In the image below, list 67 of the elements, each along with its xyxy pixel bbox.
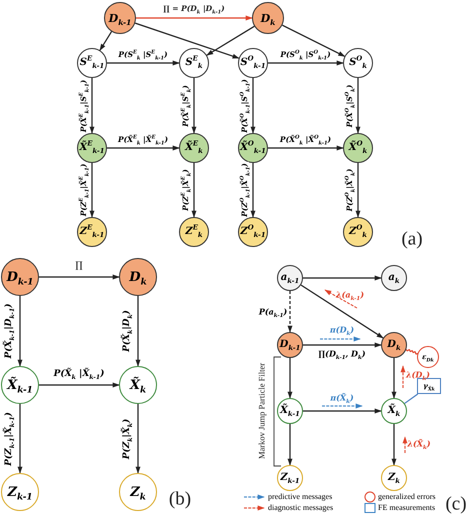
edge-label: ∏ — [74, 262, 84, 272]
bracket-label: Markov Jump Particle Filter — [257, 362, 267, 460]
arrow — [303, 276, 382, 280]
message-label: π(X̃$_{k}$) — [330, 394, 354, 402]
arrow — [268, 146, 344, 150]
arrow — [288, 358, 292, 399]
arrow — [136, 404, 140, 474]
arrow — [107, 146, 180, 150]
state-circle: Z$_{k}$ — [119, 473, 157, 511]
state-circle: X̃$_{k-1}$ — [1, 366, 39, 404]
arrow — [268, 60, 344, 66]
legend-label: diagnostic messages — [268, 504, 334, 512]
arrow — [107, 60, 180, 66]
state-circle: D$_{k-1}$ — [104, 2, 136, 34]
arrow — [392, 358, 396, 399]
state-circle: D$_{k-1}$ — [277, 332, 303, 358]
state-circle: D$_{k-1}$ — [1, 258, 39, 296]
state-circle: Z$_{k}$ — [381, 465, 407, 491]
message-label: λ(D$_{k}$) — [406, 370, 430, 380]
connector-line — [404, 394, 418, 404]
arrow — [282, 24, 346, 57]
state-circle: D$_{k}$ — [119, 258, 157, 296]
edge-label: ∏(D$_{k-1}$, D$_{k}$) — [317, 350, 367, 358]
edge-label: P(X̃$_{k}$ |X̃$_{k-1}$) — [52, 370, 106, 380]
arrow — [392, 424, 396, 466]
message-label: λ(X̃$_{k}$) — [407, 440, 431, 448]
arrow — [39, 382, 120, 388]
arrow — [18, 296, 22, 367]
arrow — [90, 163, 94, 218]
arrow — [39, 274, 120, 280]
arrow — [192, 163, 196, 218]
dashed-arrow — [288, 291, 292, 333]
panel-letter: (a) — [401, 230, 423, 250]
arrow — [134, 22, 240, 59]
arrow — [136, 16, 253, 20]
arrow — [303, 342, 382, 348]
legend-label: predictive messages — [268, 492, 332, 500]
state-circle: a$_{k}$ — [381, 265, 407, 291]
state-circle: X̃$_{k-1}$ — [277, 398, 303, 424]
arrow — [288, 424, 292, 466]
legend-label: FE measurements — [378, 504, 436, 512]
arrow — [192, 78, 196, 134]
arrow — [206, 26, 255, 56]
arrow — [356, 78, 360, 134]
legend-label: generalized errors — [378, 492, 436, 500]
arrow — [300, 284, 384, 338]
arrow — [250, 163, 256, 218]
edge-label: P(a$_{k-1}$) — [258, 307, 288, 316]
message-label: λ(a$_{k-1}$) — [336, 290, 364, 300]
message-label: π(D$_{k}$) — [330, 326, 354, 334]
arrow — [303, 408, 382, 414]
arrow — [99, 31, 112, 51]
state-circle: X̃$_{k}$ — [381, 398, 407, 424]
arrow — [90, 78, 94, 134]
arrow — [18, 404, 22, 474]
state-circle: D$_{k}$ — [381, 332, 407, 358]
state-circle: X̃$_{k}$ — [119, 366, 157, 404]
connector-line — [406, 349, 418, 355]
panel-letter: (c) — [445, 494, 467, 516]
arrow — [250, 78, 256, 134]
state-circle: Z$_{k-1}$ — [277, 465, 303, 491]
state-circle: Z$_{k-1}$ — [1, 473, 39, 511]
state-circle: D$_{k}$ — [252, 2, 284, 34]
arrow — [136, 296, 140, 367]
panel-letter: (b) — [168, 490, 192, 510]
state-circle: a$_{k-1}$ — [277, 265, 303, 291]
arrow — [356, 163, 360, 218]
